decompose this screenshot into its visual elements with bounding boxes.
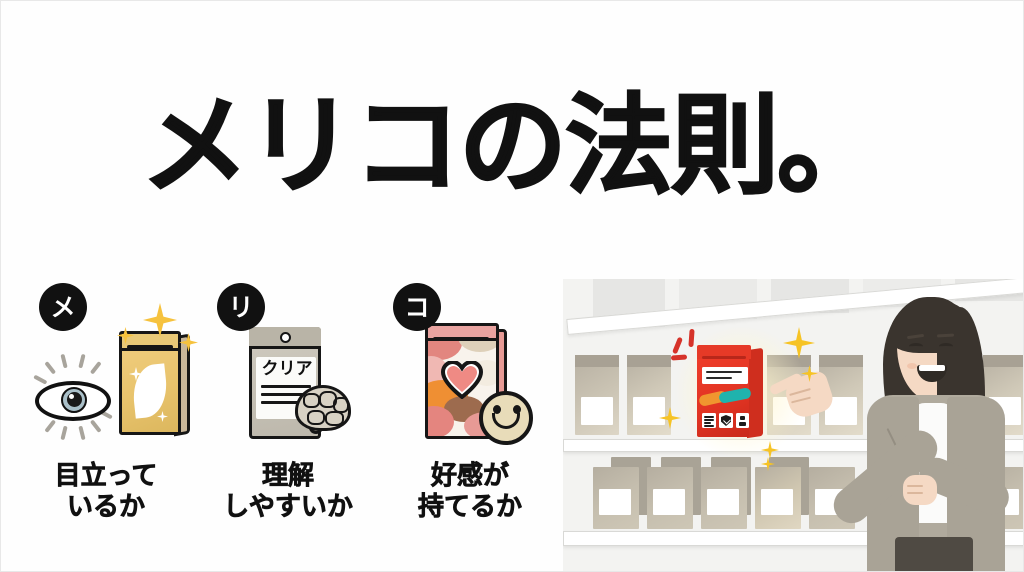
barcode-icon [702, 413, 716, 428]
caption-line-1: 理解 [261, 461, 315, 492]
principle-1-caption: 目立って いるか [15, 461, 197, 522]
hero-package-top [697, 345, 751, 359]
package-hang-hole [280, 332, 291, 343]
principle-column-ri: リ クリア 理解 しやすいか [197, 279, 379, 559]
principle-2-caption: 理解 しやすいか [197, 461, 379, 522]
face-teeth [919, 365, 945, 371]
package-label-text: クリア [261, 359, 313, 379]
eye-glint [69, 394, 74, 399]
principle-column-ko: コ [379, 279, 561, 559]
caption-line-2: いるか [66, 491, 146, 522]
principles-row: メ [15, 279, 561, 559]
badge-me: メ [39, 283, 87, 331]
caption-line-2: 持てるか [417, 491, 523, 522]
gold-package-seam [127, 345, 173, 349]
caption-line-1: 好感が [430, 461, 510, 492]
hero-package-seam [702, 356, 746, 359]
principle-2-artwork: リ クリア [197, 279, 379, 454]
colorful-package-seam [433, 337, 489, 341]
principle-1-artwork: メ [15, 279, 198, 454]
face-cheek [907, 363, 917, 369]
principle-column-me: メ [15, 279, 198, 559]
hero-package-label [702, 367, 748, 384]
shield-check-icon [719, 413, 733, 428]
caption-line-1: 目立って [54, 461, 158, 492]
hero-package [697, 345, 763, 439]
face-eye-left [909, 343, 923, 350]
page-title: メリコの法則。 [140, 84, 886, 209]
face-eye-right [939, 343, 953, 350]
store-shelf-illustration [563, 279, 1023, 571]
resting-hand [903, 475, 937, 505]
principle-3-caption: 好感が 持てるか [379, 461, 561, 522]
principle-3-artwork: コ [379, 279, 561, 454]
shopper-woman [768, 291, 1023, 571]
skirt [895, 537, 973, 571]
badge-ko: コ [393, 283, 441, 331]
badge-ri: リ [217, 283, 265, 331]
heart-icon [440, 359, 484, 400]
recycle-icon [736, 413, 749, 428]
package-sparkle-icon [157, 411, 168, 422]
caption-line-2: しやすいか [223, 491, 353, 522]
